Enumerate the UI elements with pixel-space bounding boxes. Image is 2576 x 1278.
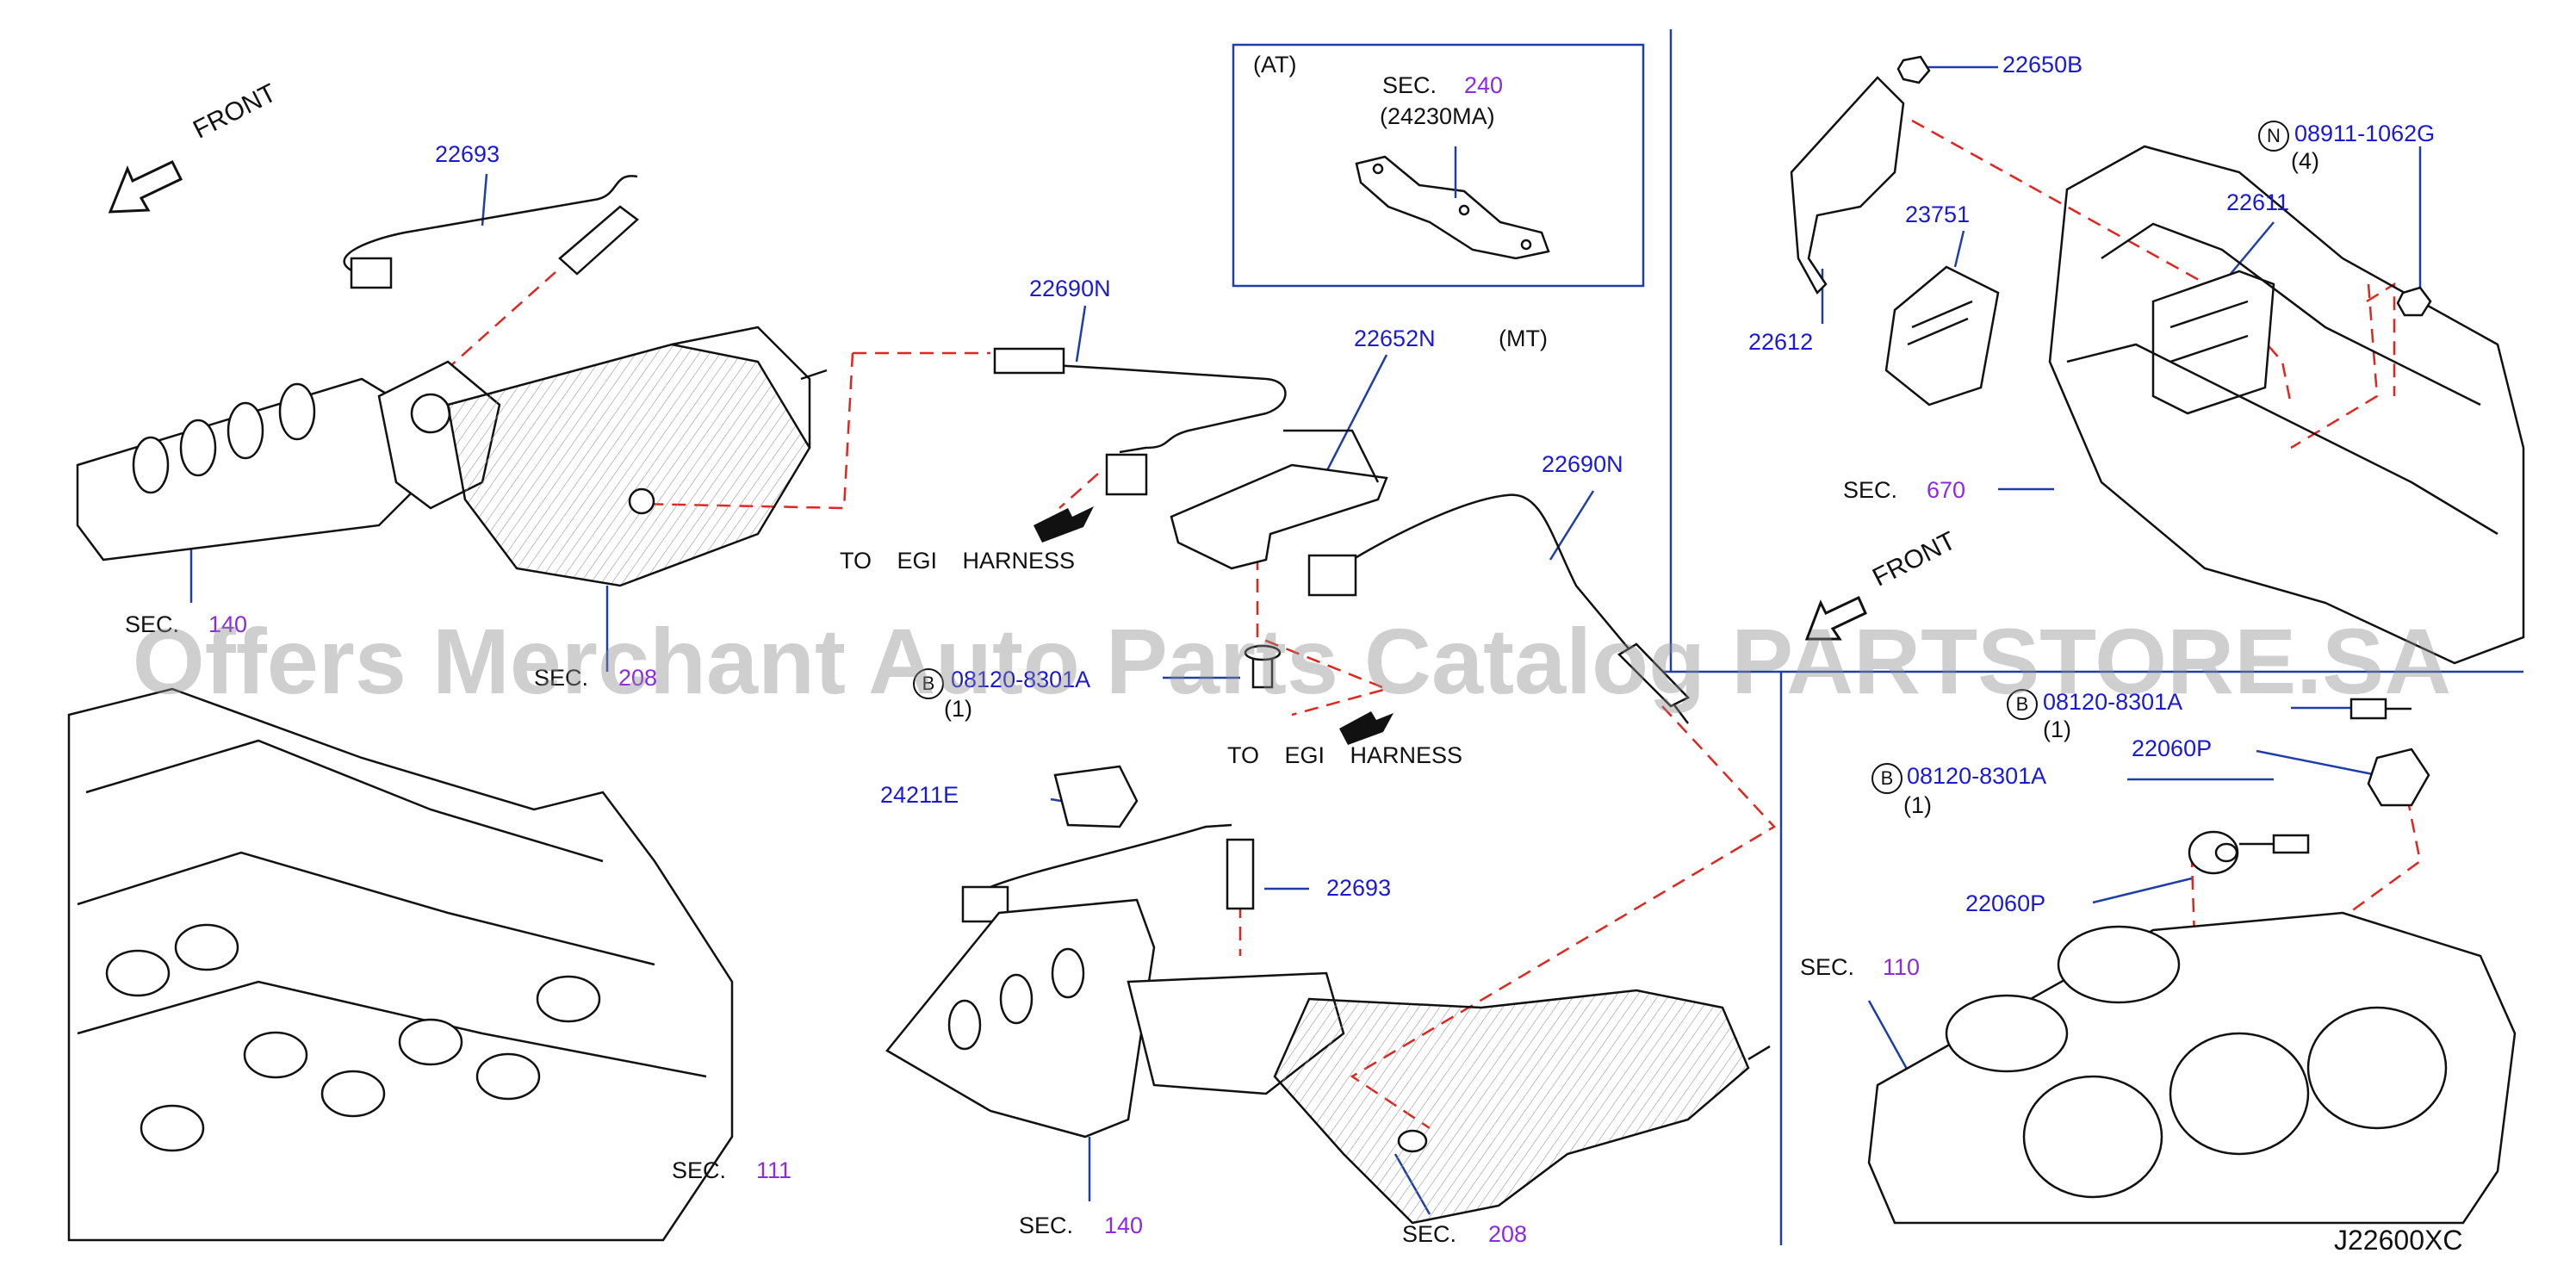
qty-08120-b: (1) xyxy=(1903,792,1932,818)
marker-n: N xyxy=(2258,121,2289,152)
section-140-lower[interactable]: 140 xyxy=(1104,1213,1144,1238)
vehicle-body-670 xyxy=(2048,145,2525,665)
sec-label-111: SEC. xyxy=(672,1157,727,1183)
part-22650b[interactable]: 22650B xyxy=(2002,52,2083,78)
divider-lines xyxy=(1662,29,2523,1245)
sec-label-208-upper: SEC. xyxy=(534,665,589,691)
o2-sensor-22690n-a xyxy=(993,347,1287,496)
ecm-module-23751 xyxy=(1884,265,2000,406)
o2-sensor-22690n-b xyxy=(1307,493,1691,724)
marker-b-lower: B xyxy=(1871,763,1903,794)
bracket-22652n xyxy=(1170,429,1388,570)
exhaust-manifold-lower xyxy=(885,898,1345,1138)
part-22693-upper[interactable]: 22693 xyxy=(435,141,500,167)
part-22652n[interactable]: 22652N xyxy=(1354,326,1436,351)
part-08911-1062g[interactable]: 08911-1062G xyxy=(2294,121,2436,146)
exhaust-manifold-upper xyxy=(76,360,501,561)
o2-sensor-upper xyxy=(343,175,639,289)
section-110[interactable]: 110 xyxy=(1883,954,1921,980)
catalytic-converter-upper xyxy=(446,326,828,587)
knock-sensor-22060p-upper xyxy=(2367,748,2430,807)
at-inset-box xyxy=(1232,43,1645,288)
part-24230ma: (24230MA) xyxy=(1380,103,1495,129)
part-24211e[interactable]: 24211E xyxy=(880,782,959,808)
clip-24211e xyxy=(1053,765,1139,828)
part-23751[interactable]: 23751 xyxy=(1905,202,1971,227)
at-label: (AT) xyxy=(1253,52,1297,78)
front-arrow-top xyxy=(108,160,183,214)
part-22612[interactable]: 22612 xyxy=(1748,329,1814,355)
engine-block-110 xyxy=(1867,911,2517,1225)
bolt-08120-b xyxy=(2239,834,2310,854)
nut-08911 xyxy=(2396,286,2432,317)
section-208-lower[interactable]: 208 xyxy=(1488,1221,1528,1247)
knock-sensor-22060p-lower xyxy=(2188,830,2239,875)
sec-label-240: SEC. xyxy=(1382,72,1437,98)
part-bolt-center[interactable]: 08120-8301A xyxy=(951,667,1091,692)
part-22693-lower[interactable]: 22693 xyxy=(1326,875,1392,901)
o2-sensor-lower xyxy=(961,823,1255,923)
section-111[interactable]: 111 xyxy=(756,1157,792,1183)
qty-08120-a: (1) xyxy=(2043,717,2071,742)
ecm-bracket-22612 xyxy=(1790,76,1905,295)
egi-harness-label-a: TO EGI HARNESS xyxy=(840,548,1076,574)
sec-label-670: SEC. xyxy=(1843,477,1898,503)
section-208-upper[interactable]: 208 xyxy=(618,665,658,691)
catalytic-converter-lower xyxy=(1273,989,1771,1225)
bolt-08120-a xyxy=(2349,698,2412,720)
egi-harness-label-b: TO EGI HARNESS xyxy=(1227,742,1463,768)
sec-label-140-lower: SEC. xyxy=(1019,1213,1074,1238)
marker-b-center: B xyxy=(913,668,944,699)
qty-08911: (4) xyxy=(2291,148,2319,174)
nut-22650b xyxy=(1896,55,1931,84)
ecm-22611 xyxy=(2151,270,2275,415)
marker-b-upper: B xyxy=(2007,689,2038,720)
bolt-center xyxy=(1244,644,1282,689)
section-140-upper[interactable]: 140 xyxy=(208,611,248,637)
front-arrow-right xyxy=(1804,595,1867,641)
part-08120-8301a-a[interactable]: 08120-8301A xyxy=(2043,689,2183,715)
arrow-egi-a xyxy=(1034,506,1094,543)
bracket-24230ma xyxy=(1355,155,1550,260)
diagram-code: J22600XC xyxy=(2334,1225,2463,1256)
part-22690n-b[interactable]: 22690N xyxy=(1542,451,1623,477)
part-22690n-a[interactable]: 22690N xyxy=(1029,276,1111,301)
section-670[interactable]: 670 xyxy=(1927,477,1966,503)
part-22060p-lower[interactable]: 22060P xyxy=(1965,890,2046,916)
part-22611[interactable]: 22611 xyxy=(2226,189,2290,215)
section-240[interactable]: 240 xyxy=(1464,72,1504,98)
sec-label-140-upper: SEC. xyxy=(125,611,180,637)
sec-label-110: SEC. xyxy=(1800,954,1855,980)
arrow-egi-b xyxy=(1339,711,1394,745)
part-08120-8301a-b[interactable]: 08120-8301A xyxy=(1907,763,2047,789)
engine-assembly-left xyxy=(67,687,734,1242)
part-22060p-upper[interactable]: 22060P xyxy=(2132,735,2213,761)
sec-label-208-lower: SEC. xyxy=(1402,1221,1457,1247)
qty-bolt-center: (1) xyxy=(944,696,972,722)
mt-label: (MT) xyxy=(1499,326,1548,351)
